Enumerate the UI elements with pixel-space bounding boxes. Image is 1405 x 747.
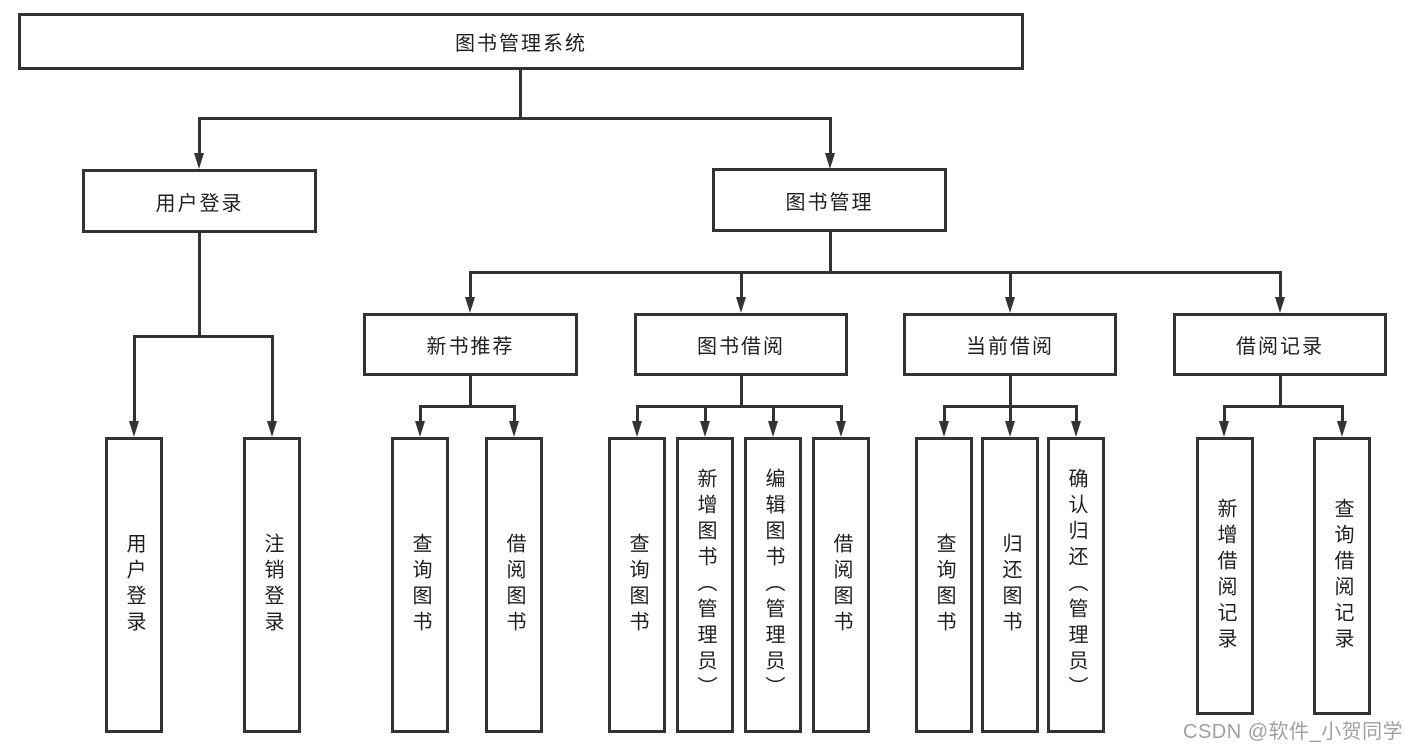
leaf-add-borrow-record: 新增借阅记录 [1196, 437, 1254, 715]
connector-drop-leaf [1009, 405, 1012, 421]
connector-root-stem [519, 69, 522, 119]
arrow-down-icon [736, 297, 746, 313]
node-label: 图书借阅 [697, 336, 785, 358]
connector-drop-current-borrow [1009, 271, 1012, 297]
connector-drop-borrow-record [1279, 271, 1282, 297]
arrow-down-icon [1005, 421, 1015, 437]
connector-drop-new-book [469, 271, 472, 297]
leaf-label: 借阅图书 [830, 533, 852, 637]
leaf-label: 查询图书 [933, 533, 955, 637]
arrow-down-icon [194, 153, 204, 169]
csdn-watermark: CSDN @软件_小贺同学 [1183, 721, 1404, 743]
connector-drop-logout-leaf [271, 335, 274, 421]
node-current-borrowing: 当前借阅 [903, 313, 1117, 376]
connector-drop-leaf [1341, 405, 1344, 421]
arrow-down-icon [1005, 297, 1015, 313]
arrow-down-icon [509, 421, 519, 437]
connector-drop-leaf [636, 405, 639, 421]
connector-new-book-rail [419, 405, 516, 408]
leaf-query-borrow-record: 查询借阅记录 [1313, 437, 1371, 715]
connector-root-rail [198, 117, 832, 120]
arrow-down-icon [836, 421, 846, 437]
connector-current-borrow-stem [1009, 376, 1012, 408]
leaf-query-books: 查询图书 [608, 437, 666, 733]
node-book-management: 图书管理 [712, 168, 947, 232]
leaf-label: 确认归还（管理员） [1065, 468, 1087, 702]
node-label: 用户登录 [155, 192, 244, 215]
arrow-down-icon [129, 421, 139, 437]
leaf-query-books: 查询图书 [391, 437, 449, 733]
leaf-confirm-return-admin: 确认归还（管理员） [1047, 437, 1105, 733]
leaf-label: 注销登录 [261, 533, 283, 637]
arrow-down-icon [1275, 297, 1285, 313]
node-library-management-system: 图书管理系统 [18, 13, 1024, 70]
leaf-borrow-books: 借阅图书 [812, 437, 870, 733]
connector-drop-leaf [772, 405, 775, 421]
connector-book-borrow-rail [636, 405, 843, 408]
leaf-label: 借阅图书 [503, 533, 525, 637]
leaf-label: 查询图书 [409, 533, 431, 637]
arrow-down-icon [1219, 421, 1229, 437]
arrow-down-icon [267, 421, 277, 437]
connector-drop-leaf [1075, 405, 1078, 421]
connector-book-management-stem [829, 232, 832, 274]
leaf-logout: 注销登录 [243, 437, 301, 733]
leaf-add-books-admin: 新增图书（管理员） [676, 437, 734, 733]
connector-drop-login-leaf [133, 335, 136, 421]
node-book-borrowing: 图书借阅 [634, 313, 848, 376]
connector-user-login-rail [133, 335, 274, 338]
leaf-user-login: 用户登录 [105, 437, 163, 733]
node-label: 图书管理系统 [455, 33, 587, 55]
connector-drop-leaf [840, 405, 843, 421]
leaf-label: 归还图书 [999, 533, 1021, 637]
connector-new-book-stem [469, 376, 472, 408]
arrow-down-icon [415, 421, 425, 437]
node-label: 借阅记录 [1236, 336, 1324, 358]
node-borrow-records: 借阅记录 [1173, 313, 1387, 376]
node-label: 新书推荐 [426, 336, 515, 358]
arrow-down-icon [700, 421, 710, 437]
arrow-down-icon [1337, 421, 1347, 437]
arrow-down-icon [632, 421, 642, 437]
leaf-label: 新增借阅记录 [1214, 498, 1236, 654]
leaf-query-books: 查询图书 [915, 437, 973, 733]
leaf-label: 新增图书（管理员） [694, 468, 716, 702]
connector-book-borrow-stem [740, 376, 743, 408]
leaf-edit-books-admin: 编辑图书（管理员） [744, 437, 802, 733]
connector-drop-leaf [419, 405, 422, 421]
node-new-book-recommend: 新书推荐 [363, 313, 578, 376]
arrow-down-icon [1071, 421, 1081, 437]
leaf-label: 查询图书 [626, 533, 648, 637]
connector-drop-leaf [1223, 405, 1226, 421]
connector-drop-user-login [198, 117, 201, 153]
connector-book-management-rail [469, 271, 1282, 274]
connector-user-login-stem [198, 233, 201, 338]
node-label: 图书管理 [785, 191, 874, 214]
connector-drop-leaf [943, 405, 946, 421]
leaf-borrow-books: 借阅图书 [485, 437, 543, 733]
arrow-down-icon [465, 297, 475, 313]
leaf-return-books: 归还图书 [981, 437, 1039, 733]
connector-drop-book-borrow [740, 271, 743, 297]
leaf-label: 编辑图书（管理员） [762, 468, 784, 702]
connector-drop-book-management [829, 117, 832, 153]
node-user-login: 用户登录 [82, 169, 317, 233]
connector-drop-leaf [513, 405, 516, 421]
arrow-down-icon [939, 421, 949, 437]
connector-borrow-record-stem [1279, 376, 1282, 408]
arrow-down-icon [768, 421, 778, 437]
connector-drop-leaf [704, 405, 707, 421]
leaf-label: 查询借阅记录 [1331, 498, 1353, 654]
connector-borrow-record-rail [1223, 405, 1344, 408]
node-label: 当前借阅 [966, 336, 1054, 358]
leaf-label: 用户登录 [123, 533, 145, 637]
arrow-down-icon [825, 153, 835, 169]
